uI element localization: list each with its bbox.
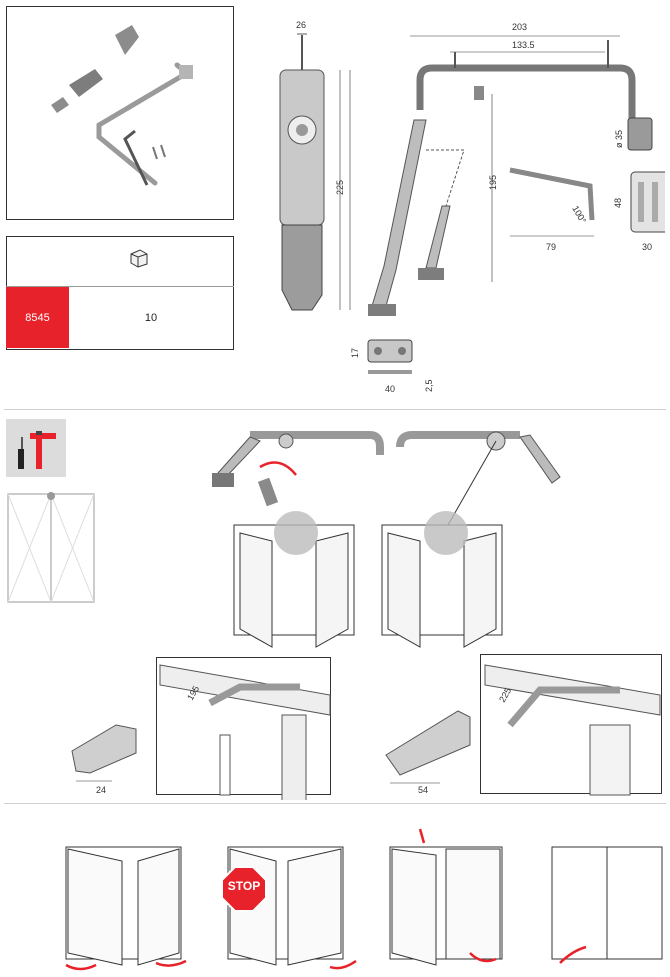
package-quantity: 10	[144, 311, 158, 324]
section-divider-bottom	[4, 803, 666, 804]
dim-install-left-width: 24	[96, 785, 106, 795]
package-icon	[128, 247, 150, 269]
dim-bracket-width: 26	[296, 20, 306, 30]
dim-arm-drop: 195	[488, 175, 498, 190]
product-photo-frame	[6, 6, 234, 220]
product-code: 8545	[6, 287, 69, 348]
dim-lever-angle: 100°	[570, 204, 588, 225]
dim-block-height: 48	[613, 198, 623, 208]
dim-plate-width: 40	[385, 384, 395, 394]
dim-roller-diameter: ø 35	[614, 130, 624, 148]
mounting-steps-illustration	[212, 431, 561, 648]
usage-sequence-illustration	[65, 828, 663, 971]
hammer-tool-icon	[6, 419, 66, 477]
dim-bracket-height: 225	[335, 180, 345, 195]
stop-sign-icon	[221, 866, 267, 912]
install-details-illustration: 195 24 225 54	[71, 664, 661, 800]
stop-label: STOP	[227, 879, 261, 893]
section-divider-top	[4, 409, 666, 410]
double-door-diagram	[6, 490, 96, 605]
dim-block-width: 30	[642, 242, 652, 252]
dim-arm-span: 203	[512, 22, 527, 32]
dim-install-right-width: 54	[418, 785, 428, 795]
product-parts-illustration	[51, 25, 193, 186]
technical-drawing: 26 225 203 133.5 195 ø 35 17 40 2,5 79 1…	[279, 20, 665, 394]
dim-plate-thickness: 2,5	[424, 379, 434, 392]
dim-plate-height: 17	[350, 348, 360, 358]
table-divider	[6, 286, 234, 287]
dim-pin-spacing: 133.5	[512, 40, 535, 50]
dim-lever-length: 79	[546, 242, 556, 252]
